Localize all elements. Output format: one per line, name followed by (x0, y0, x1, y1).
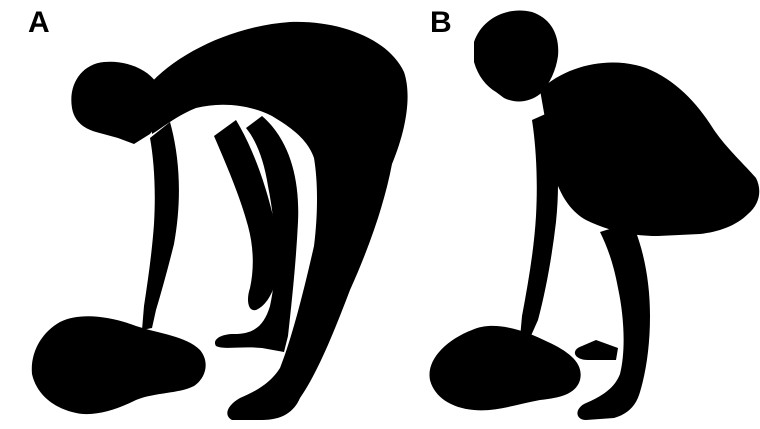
legs-b (577, 222, 650, 420)
arm-front-b (520, 112, 558, 338)
stoop-lift-silhouette (0, 0, 420, 429)
arm-front-a (142, 122, 179, 330)
squat-lift-silhouette (400, 0, 760, 429)
head-a (71, 62, 162, 144)
panel-b-squat-lift: B (400, 0, 760, 429)
rock-b (429, 326, 580, 410)
panel-a-stoop-lift: A (0, 0, 420, 429)
rear-foot-b (575, 340, 618, 360)
rock-a (32, 316, 206, 414)
body-b (540, 63, 759, 236)
